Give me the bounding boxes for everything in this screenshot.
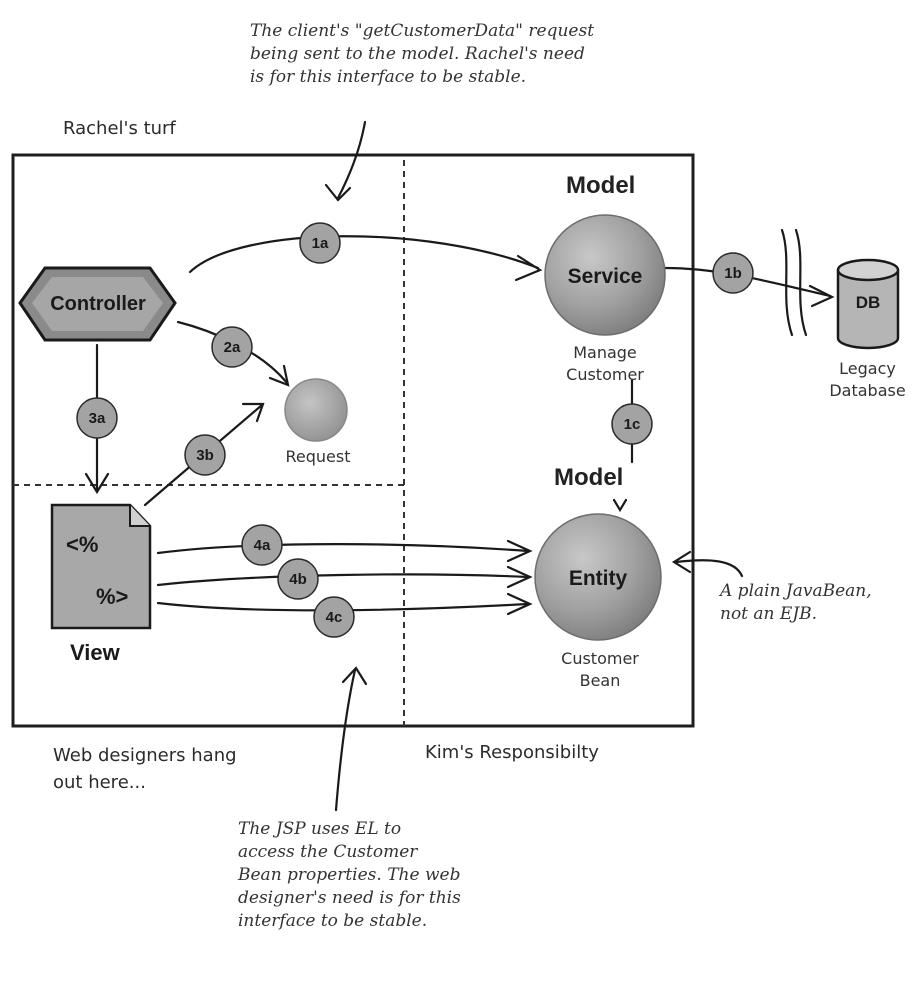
arrow-1a (188, 235, 540, 274)
step-badge-2a (211, 326, 253, 368)
arrow-4a (156, 543, 530, 555)
model-heading-bottom: Model (554, 464, 624, 491)
step-label-1b: 1b (724, 265, 742, 282)
web-designers-line-1: Web designers hang (53, 745, 237, 766)
step-badge-4b (277, 558, 319, 600)
diagram-frame (11, 153, 695, 728)
step-label-4b: 4b (289, 571, 307, 588)
step-label-1a: 1a (312, 235, 329, 252)
rachel-turf-label: Rachel's turf (63, 118, 176, 139)
top-note: The client's "getCustomerData" request b… (250, 20, 690, 89)
step-badge-1b (712, 252, 754, 294)
view-label: View (70, 640, 120, 665)
step-badge-3a (76, 397, 118, 439)
step-badge-4c (313, 596, 355, 638)
bottom-note-pointer (334, 668, 357, 812)
step-badge-1c (611, 403, 653, 445)
top-note-pointer (336, 120, 367, 200)
right-note: A plain JavaBean, not an EJB. (720, 580, 915, 626)
database-cylinder (836, 258, 900, 350)
step-badge-4a (241, 524, 283, 566)
db-caption: Legacy Database (815, 358, 920, 402)
right-note-line-2: not an EJB. (720, 604, 818, 624)
arrow-4b (156, 573, 530, 587)
entity-label: Entity (569, 567, 628, 590)
view-document (50, 503, 152, 630)
model-heading-top: Model (566, 172, 636, 199)
kim-responsibility-label: Kim's Responsibilty (425, 742, 599, 763)
entity-sphere (534, 513, 662, 641)
top-note-line-3: is for this interface to be stable. (250, 67, 527, 87)
step-label-2a: 2a (224, 339, 241, 356)
right-note-line-1: A plain JavaBean, (720, 581, 872, 601)
bottom-note-line-4: designer's need is for this (238, 888, 461, 908)
service-caption-line-1: Manage (573, 343, 637, 362)
view-code-open: <% (66, 532, 98, 557)
step-badges (76, 222, 754, 638)
bottom-note-line-2: access the Customer (238, 842, 418, 862)
top-note-line-2: being sent to the model. Rachel's need (250, 44, 585, 64)
bottom-note-line-3: Bean properties. The web (238, 865, 461, 885)
entity-caption-line-1: Customer (561, 649, 639, 668)
step-label-3a: 3a (89, 410, 106, 427)
service-caption-line-2: Customer (566, 365, 644, 384)
request-label: Request (285, 447, 351, 466)
step-label-4a: 4a (254, 537, 271, 554)
break-mark-2 (794, 228, 808, 337)
db-caption-line-1: Legacy (839, 359, 896, 378)
entity-caption: Customer Bean (545, 648, 655, 692)
db-label: DB (856, 293, 881, 312)
db-caption-line-2: Database (829, 381, 906, 400)
step-label-3b: 3b (196, 447, 214, 464)
web-designers-label: Web designers hang out here... (53, 742, 237, 796)
service-sphere (544, 214, 666, 336)
service-caption: Manage Customer (555, 342, 655, 386)
step-badge-3b (184, 434, 226, 476)
view-code-close: %> (96, 584, 128, 609)
step-label-1c: 1c (624, 416, 641, 433)
right-note-pointer (674, 559, 744, 578)
step-badge-1a (299, 222, 341, 264)
request-circle (284, 378, 348, 442)
web-designers-line-2: out here... (53, 772, 146, 793)
step-label-4c: 4c (326, 609, 343, 626)
bottom-note-line-5: interface to be stable. (238, 911, 428, 931)
entity-caption-line-2: Bean (579, 671, 621, 690)
break-mark-1 (780, 228, 794, 337)
controller-label: Controller (50, 293, 146, 315)
bottom-note-line-1: The JSP uses EL to (238, 819, 402, 839)
top-note-line-1: The client's "getCustomerData" request (250, 21, 595, 41)
bottom-note: The JSP uses EL to access the Customer B… (238, 818, 538, 933)
service-label: Service (568, 265, 643, 288)
